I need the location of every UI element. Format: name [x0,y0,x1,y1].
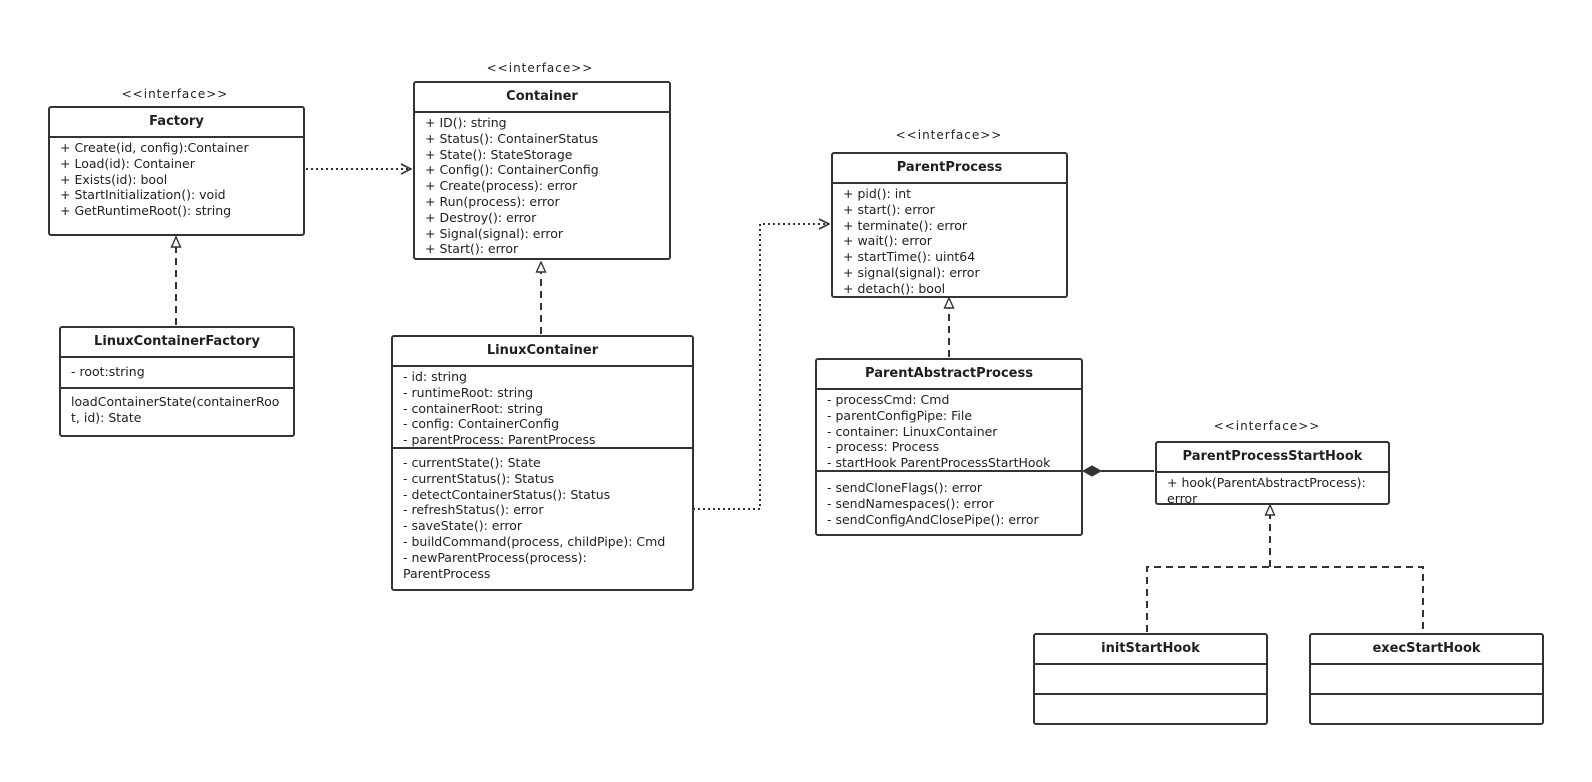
linuxcontainerfactory-class[interactable]: LinuxContainerFactory - root:string load… [59,326,295,437]
method: + hook(ParentAbstractProcess): error [1167,475,1366,506]
class-name: ParentProcess [833,154,1066,184]
method: loadContainerState(containerRoot, id): S… [71,394,280,425]
execstarthook-class[interactable]: execStartHook [1309,633,1544,725]
class-name: LinuxContainerFactory [61,328,293,358]
methods-compartment [1035,695,1266,699]
container-class[interactable]: Container + ID(): string + Status(): Con… [413,81,671,260]
method: + StartInitialization(): void [60,187,226,203]
method: + terminate(): error [843,217,967,233]
method: - saveState(): error [403,518,523,534]
attribute: - process: Process [827,439,940,455]
class-name: execStartHook [1311,635,1542,665]
class-name: LinuxContainer [393,337,692,367]
realization-hooks-tree [1146,505,1424,632]
method: - refreshStatus(): error [403,502,544,518]
method: + detach(): bool [843,280,946,296]
method: - currentState(): State [403,455,541,470]
method: + Signal(signal): error [425,225,564,241]
method: - sendCloneFlags(): error [827,480,982,495]
method: - buildCommand(process, childPipe): Cmd [403,533,666,549]
parentprocess-class[interactable]: ParentProcess + pid(): int + start(): er… [831,152,1068,298]
class-name: Container [415,83,669,113]
parentabstractprocess-class[interactable]: ParentAbstractProcess - processCmd: Cmd … [815,358,1083,536]
method: + ID(): string [425,115,507,130]
container-stereotype: <<interface>> [486,61,594,75]
class-name: ParentAbstractProcess [817,360,1081,390]
attribute: - id: string [403,369,467,384]
dependency-linuxcontainer-to-parentprocess [693,224,829,510]
class-name: ParentProcessStartHook [1157,443,1388,473]
method: - detectContainerStatus(): Status [403,486,611,502]
method: + Destroy(): error [425,209,537,225]
method: + Create(process): error [425,178,578,194]
attribute: - container: LinuxContainer [827,423,998,439]
attribute: - runtimeRoot: string [403,384,534,400]
method: + Load(id): Container [60,155,195,171]
class-name: initStartHook [1035,635,1266,665]
factory-stereotype: <<interface>> [121,87,229,101]
method: + startTime(): uint64 [843,249,976,265]
method: + Create(id, config):Container [60,140,249,155]
attribute: - startHook ParentProcessStartHook [827,455,1051,471]
attribute: - parentConfigPipe: File [827,407,973,423]
factory-class[interactable]: Factory + Create(id, config):Container +… [48,106,305,236]
method: + Start(): error [425,241,519,257]
attribute: - root:string [71,364,145,379]
method: + pid(): int [843,186,912,201]
method: + Exists(id): bool [60,171,168,187]
attribute: - config: ContainerConfig [403,416,560,432]
method: + start(): error [843,201,935,217]
methods-compartment [1311,695,1542,699]
method: + State(): StateStorage [425,146,573,162]
attribute: - processCmd: Cmd [827,392,950,407]
method: + Status(): ContainerStatus [425,130,599,146]
attributes-compartment [1035,665,1266,695]
method: + GetRuntimeRoot(): string [60,203,232,219]
initstarthook-class[interactable]: initStartHook [1033,633,1268,725]
method: - sendConfigAndClosePipe(): error [827,511,1039,527]
parentprocess-stereotype: <<interface>> [895,128,1003,142]
linuxcontainer-class[interactable]: LinuxContainer - id: string - runtimeRoo… [391,335,694,591]
parentprocessstarthook-stereotype: <<interface>> [1213,419,1321,433]
method: + signal(signal): error [843,264,980,280]
class-name: Factory [50,108,303,138]
attributes-compartment [1311,665,1542,695]
method: + wait(): error [843,233,932,249]
method: - currentStatus(): Status [403,470,555,486]
method: - sendNamespaces(): error [827,495,994,511]
method: + Config(): ContainerConfig [425,162,599,178]
parentprocessstarthook-class[interactable]: ParentProcessStartHook + hook(ParentAbst… [1155,441,1390,506]
method: - newParentProcess(process): ParentProce… [403,549,587,581]
method: + Run(process): error [425,193,560,209]
attribute: - containerRoot: string [403,400,544,416]
composition-diamond [1081,465,1103,477]
attribute: - parentProcess: ParentProcess [403,432,596,448]
